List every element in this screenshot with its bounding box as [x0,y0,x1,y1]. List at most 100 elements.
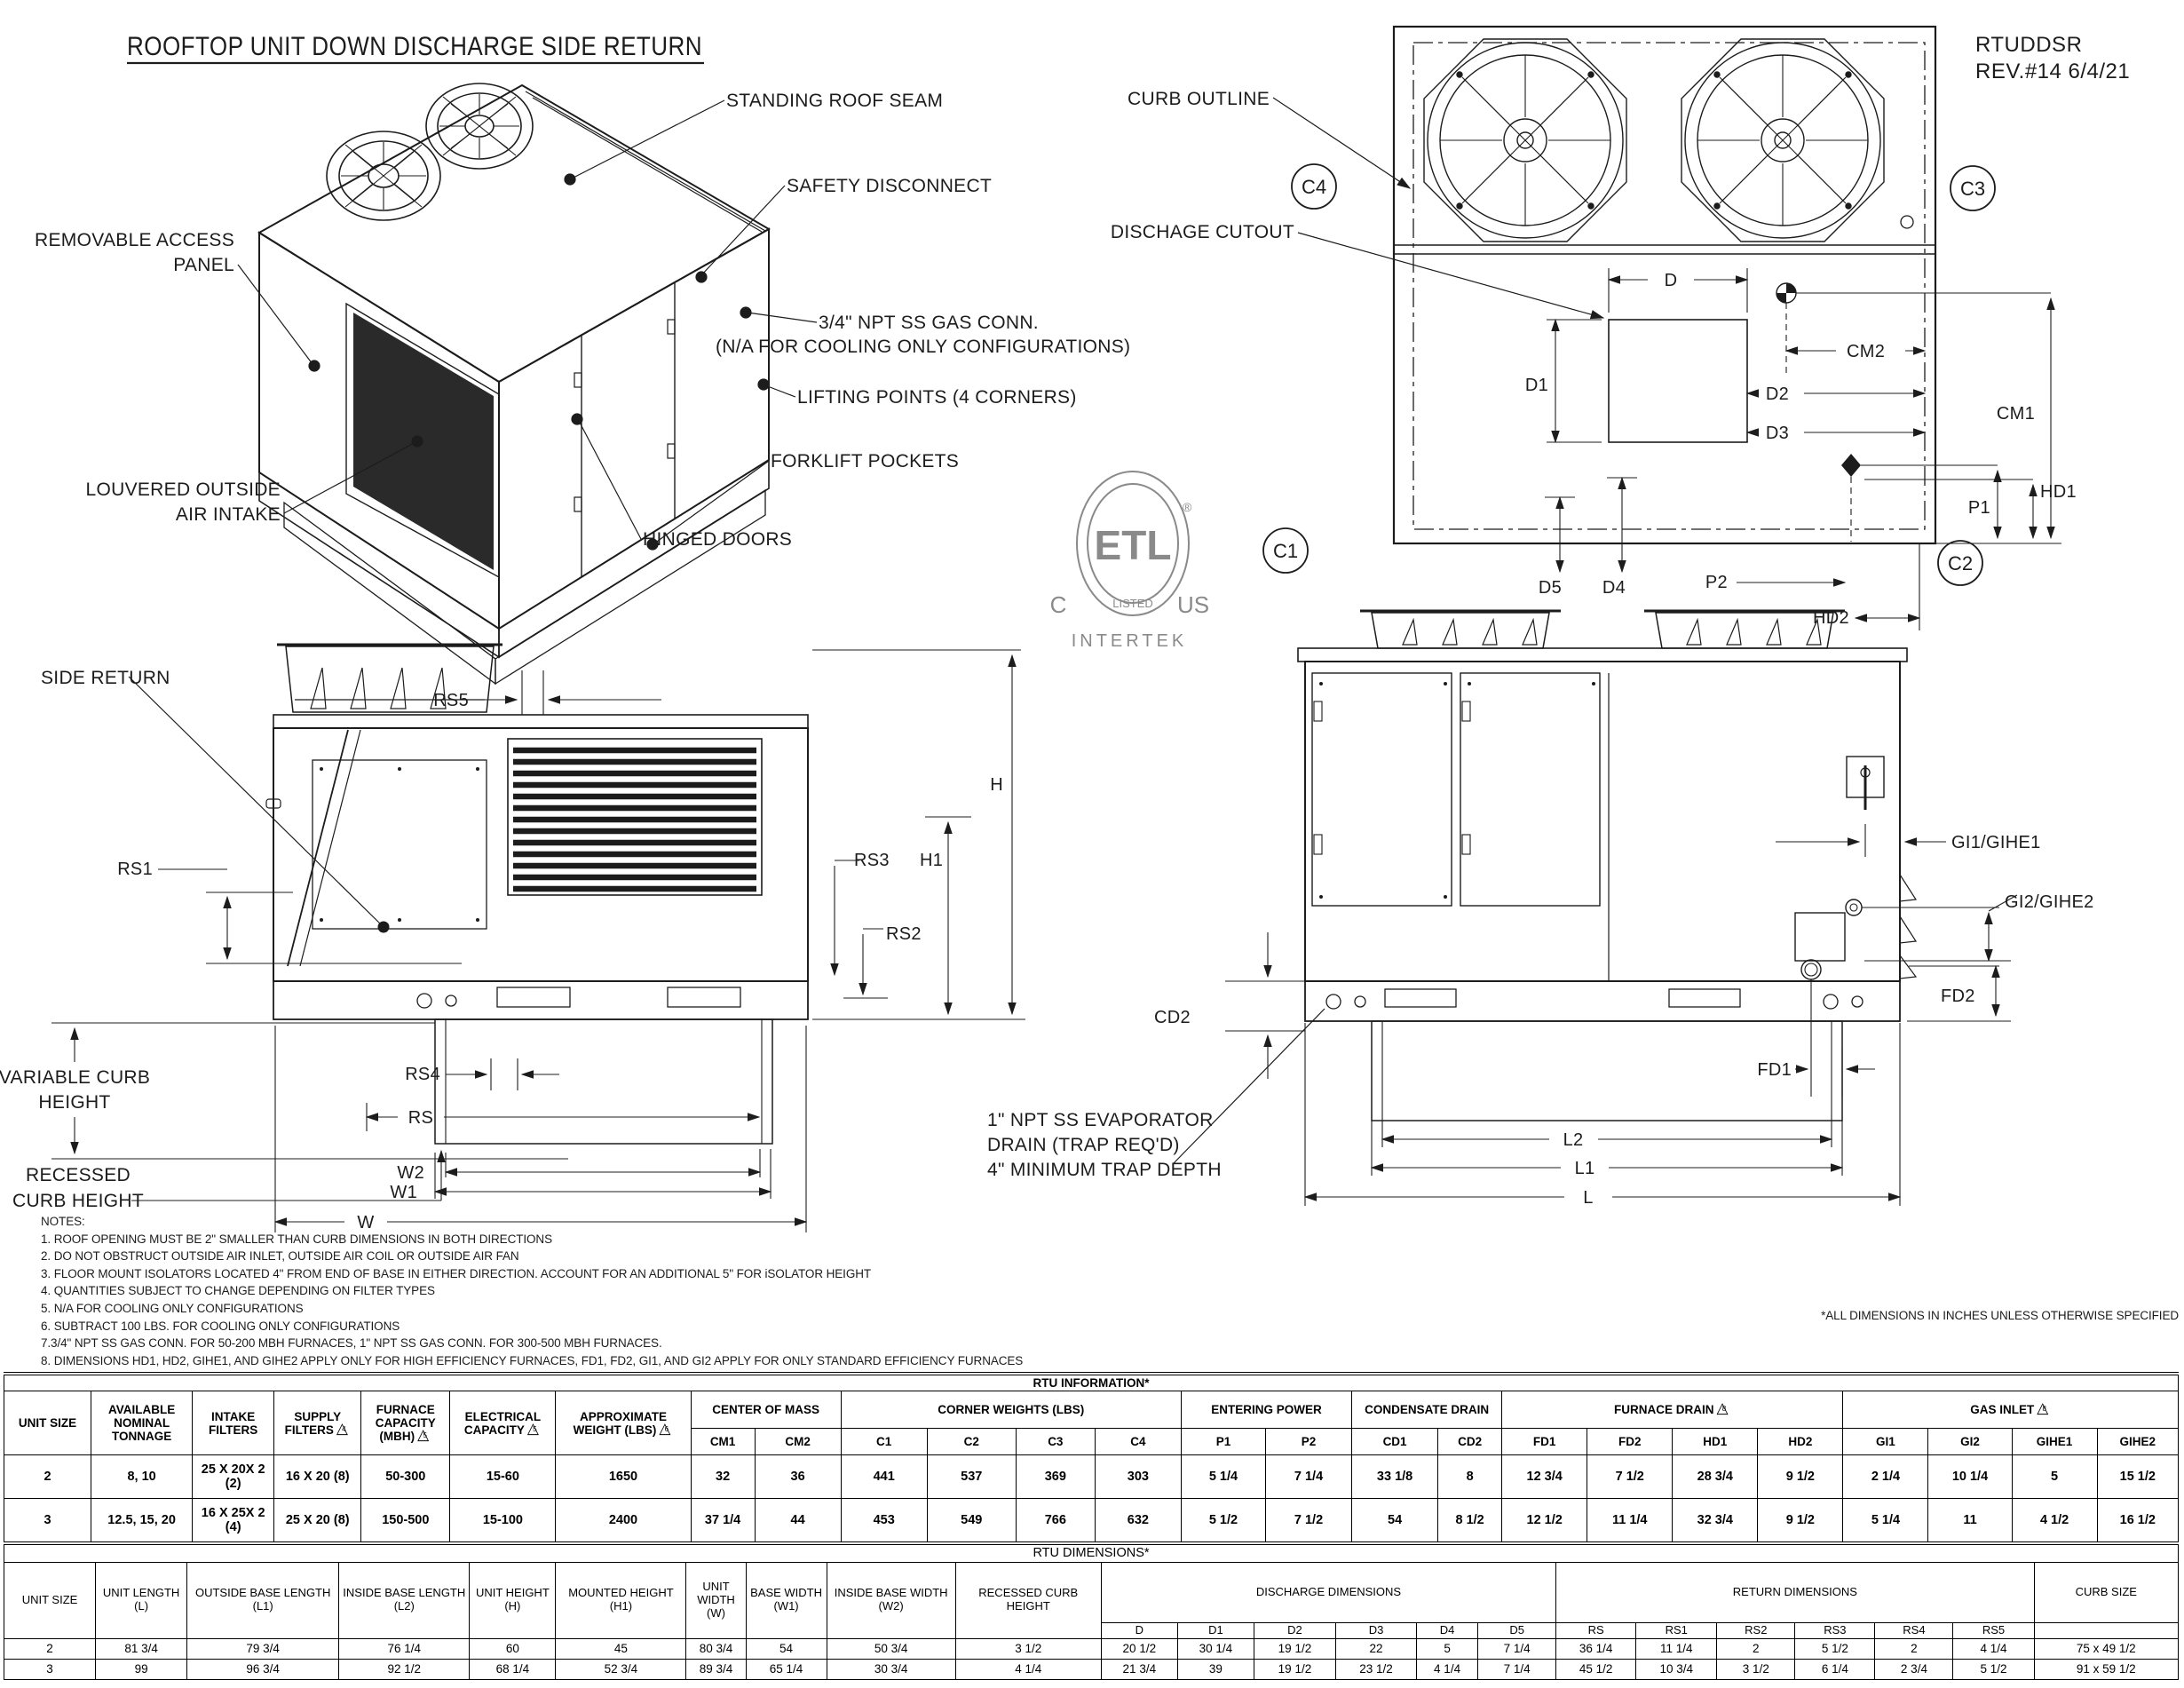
data-cell: 20 1/2 [1100,1637,1178,1660]
data-cell: 16 1/2 [2096,1498,2180,1543]
subheader-cell: C4 [1094,1428,1182,1456]
data-cell: 4 1/4 [1416,1658,1479,1680]
label-discharge-cutout: DISCHAGE CUTOUT [1111,222,1294,242]
label-evap-drain-1: 1" NPT SS EVAPORATOR [987,1110,1214,1130]
data-cell: 5 [2011,1454,2098,1500]
header-cell: ELECTRICAL CAPACITY△5 [449,1391,557,1456]
data-cell: 12 1/2 [1501,1498,1588,1543]
label-lifting-points: LIFTING POINTS (4 CORNERS) [797,387,1077,408]
dim-cm1: CM1 [1997,404,2035,424]
data-cell: 8, 10 [91,1454,194,1500]
data-cell: 50 3/4 [826,1637,956,1660]
triangle-glyph: △ [2037,1399,2049,1417]
data-cell: 39 [1176,1658,1254,1680]
corner-balloons [1262,163,1996,586]
dim-rs: RS [408,1108,433,1128]
data-cell: 81 3/4 [95,1637,188,1660]
label-variable-curb-1: VARIABLE CURB [0,1067,150,1088]
data-cell: 549 [926,1498,1017,1543]
note-triangle-icon: △8 [1717,1400,1731,1416]
table-title: RTU INFORMATION* [4,1372,2179,1392]
subheader-cell: D5 [1477,1621,1557,1639]
header-cell: BASE WIDTH (W1) [745,1561,827,1639]
header-cell: RECESSED CURB HEIGHT [954,1561,1102,1639]
data-cell: 2 [1874,1637,1954,1660]
data-cell: 5 1/2 [1794,1637,1876,1660]
triangle-number: 5 [533,1424,537,1433]
subheader-cell: CD2 [1437,1428,1503,1456]
subheader-cell: P1 [1180,1428,1266,1456]
etl-intertek: INTERTEK [1072,631,1188,651]
table-title: RTU DIMENSIONS* [4,1541,2179,1563]
group-header-cell: FURNACE DRAIN△8 [1501,1391,1844,1430]
data-cell: 6 1/4 [1794,1658,1876,1680]
dim-d3: D3 [1766,424,1789,443]
dim-h: H [990,775,1003,795]
data-cell: 2 3/4 [1874,1658,1954,1680]
dim-d2: D2 [1766,384,1789,404]
data-cell: 10 3/4 [1635,1658,1718,1680]
data-cell: 369 [1015,1454,1096,1500]
note-item-5: 5. N/A FOR COOLING ONLY CONFIGURATIONS [41,1301,304,1315]
note-item-6: 6. SUBTRACT 100 LBS. FOR COOLING ONLY CO… [41,1319,400,1333]
header-cell: AVAILABLE NOMINAL TONNAGE [91,1391,194,1456]
subheader-cell: RS [1555,1621,1637,1639]
data-cell: 36 1/4 [1555,1637,1637,1660]
data-cell: 28 3/4 [1672,1454,1759,1500]
data-cell: 2 [3,1454,92,1500]
note-triangle-icon: △5 [417,1427,431,1443]
data-cell: 32 [690,1454,756,1500]
dim-rs2: RS2 [886,924,922,944]
data-cell: 65 1/4 [745,1658,827,1680]
note-triangle-icon: △4 [336,1421,351,1437]
data-cell: 3 [3,1658,97,1680]
dim-p1: P1 [1968,498,1990,518]
data-cell: 7 1/2 [1264,1498,1353,1543]
data-cell: 3 [3,1498,92,1543]
dimension-footnote: *ALL DIMENSIONS IN INCHES UNLESS OTHERWI… [1821,1309,2179,1322]
subheader-cell: FD2 [1587,1428,1674,1456]
data-cell: 37 1/4 [690,1498,756,1543]
data-cell: 12 3/4 [1501,1454,1588,1500]
iso-fan-upper [425,83,534,170]
data-cell: 5 1/4 [1842,1498,1929,1543]
data-cell: 45 1/2 [1555,1658,1637,1680]
data-cell: 60 [469,1637,557,1660]
plan-dimensions [1545,268,2061,630]
label-side-return: SIDE RETURN [41,668,170,688]
data-cell: 33 1/8 [1351,1454,1439,1500]
header-cell: UNIT HEIGHT (H) [469,1561,557,1639]
subheader-cell: RS1 [1635,1621,1718,1639]
subheader-cell: CM2 [754,1428,842,1456]
label-hinged-doors: HINGED DOORS [643,529,792,550]
header-cell: UNIT SIZE [3,1391,92,1456]
header-cell: MOUNTED HEIGHT (H1) [555,1561,687,1639]
header-cell: SUPPLY FILTERS△4 [273,1391,362,1456]
label-recessed-curb-1: RECESSED [26,1165,131,1185]
discharge-cutout-rect [1608,319,1748,443]
data-cell: 12.5, 15, 20 [91,1498,194,1543]
header-cell: INTAKE FILTERS [192,1391,275,1456]
subheader-cell: C1 [840,1428,928,1456]
data-cell: 150-500 [360,1498,451,1543]
label-louvered-1: LOUVERED OUTSIDE [85,479,281,500]
data-cell: 2 [1716,1637,1796,1660]
subheader-cell: HD1 [1672,1428,1759,1456]
data-cell: 32 3/4 [1672,1498,1759,1543]
technical-drawing: ROOFTOP UNIT DOWN DISCHARGE SIDE RETURN … [0,25,2130,1232]
note-item-1: 1. ROOF OPENING MUST BE 2" SMALLER THAN … [41,1232,552,1246]
label-forklift-pockets: FORKLIFT POCKETS [771,451,959,472]
label-evap-drain-3: 4" MINIMUM TRAP DEPTH [987,1160,1222,1180]
subheader-cell: RS4 [1874,1621,1954,1639]
data-cell: 19 1/2 [1253,1658,1336,1680]
data-cell: 1650 [555,1454,692,1500]
data-cell: 11 1/4 [1587,1498,1674,1543]
